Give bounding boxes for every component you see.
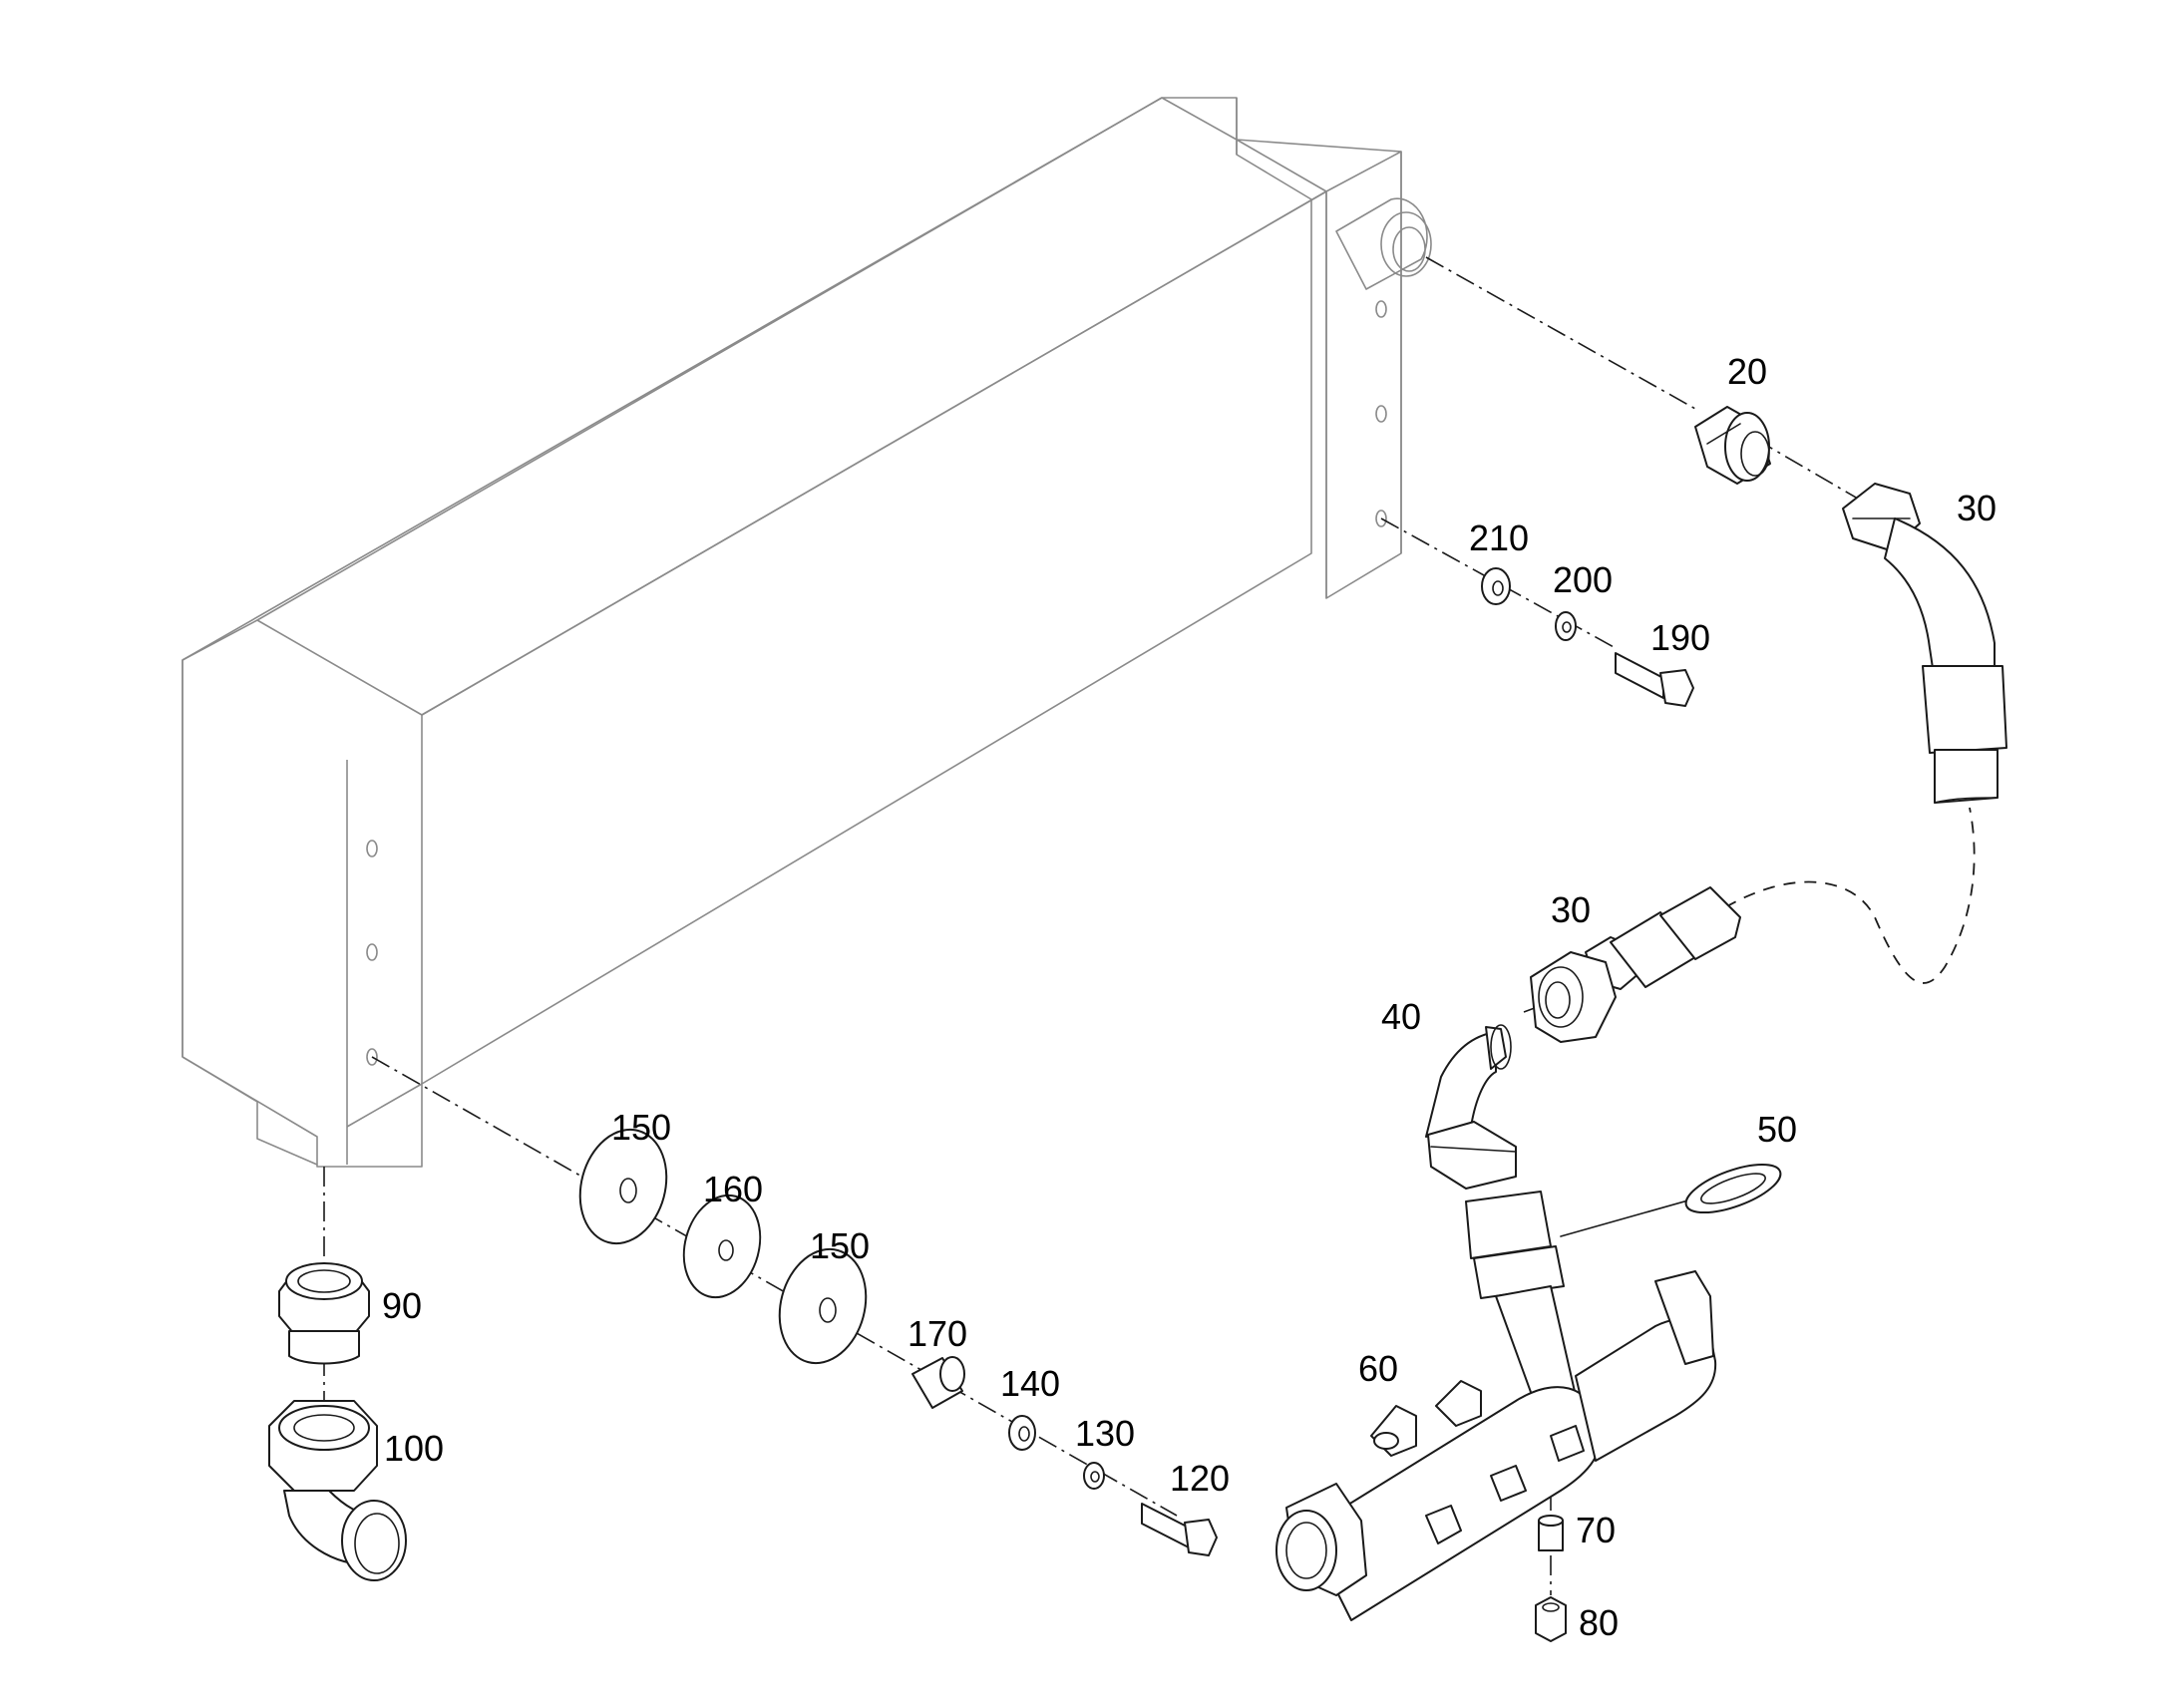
part-30-hose-lower	[1530, 886, 1741, 1043]
callout-150-b: 150	[810, 1225, 870, 1266]
callout-200: 200	[1553, 559, 1613, 600]
part-30-hose-upper	[1842, 483, 2007, 804]
callout-140: 140	[1000, 1363, 1060, 1404]
callout-30-lower: 30	[1551, 889, 1591, 930]
callout-210: 210	[1469, 517, 1529, 558]
callout-70: 70	[1576, 1510, 1616, 1550]
callout-labels: 20 30 210 200 190 30 40 50 150 160 150 1…	[382, 351, 1997, 1643]
callout-160: 160	[703, 1169, 763, 1209]
callout-50: 50	[1757, 1109, 1797, 1150]
part-200-washer	[1555, 611, 1577, 641]
part-80-nut	[1535, 1596, 1567, 1642]
part-190-bolt	[1615, 652, 1694, 707]
callout-80: 80	[1579, 1602, 1619, 1643]
callout-100: 100	[384, 1428, 444, 1469]
callout-130: 130	[1075, 1413, 1135, 1454]
part-60-manifold	[1275, 1191, 1717, 1621]
part-100-elbow	[268, 1400, 407, 1581]
callout-90: 90	[382, 1285, 422, 1326]
callout-60: 60	[1358, 1348, 1398, 1389]
part-160-washer	[682, 1194, 762, 1299]
part-20-adapter	[1694, 406, 1771, 485]
callout-40: 40	[1381, 996, 1421, 1037]
part-120-bolt	[1141, 1503, 1218, 1556]
callout-190: 190	[1650, 617, 1710, 658]
part-150-washer-b	[778, 1247, 868, 1365]
part-50-seal-ring	[1684, 1163, 1782, 1214]
callout-120: 120	[1170, 1458, 1230, 1499]
part-130-washer	[1083, 1462, 1105, 1490]
callout-20: 20	[1727, 351, 1767, 392]
callout-30-upper: 30	[1957, 488, 1997, 528]
part-150-washer-a	[578, 1128, 668, 1245]
part-170-spacer	[911, 1356, 965, 1409]
part-210-washer	[1481, 567, 1511, 605]
part-140-washer	[1008, 1415, 1036, 1451]
part-70-sleeve	[1538, 1515, 1564, 1551]
part-40-elbow	[1425, 1024, 1517, 1190]
part-90-adapter	[278, 1262, 370, 1365]
callout-170: 170	[908, 1313, 967, 1354]
callout-150-a: 150	[611, 1107, 671, 1148]
cooler-housing	[182, 97, 1432, 1168]
